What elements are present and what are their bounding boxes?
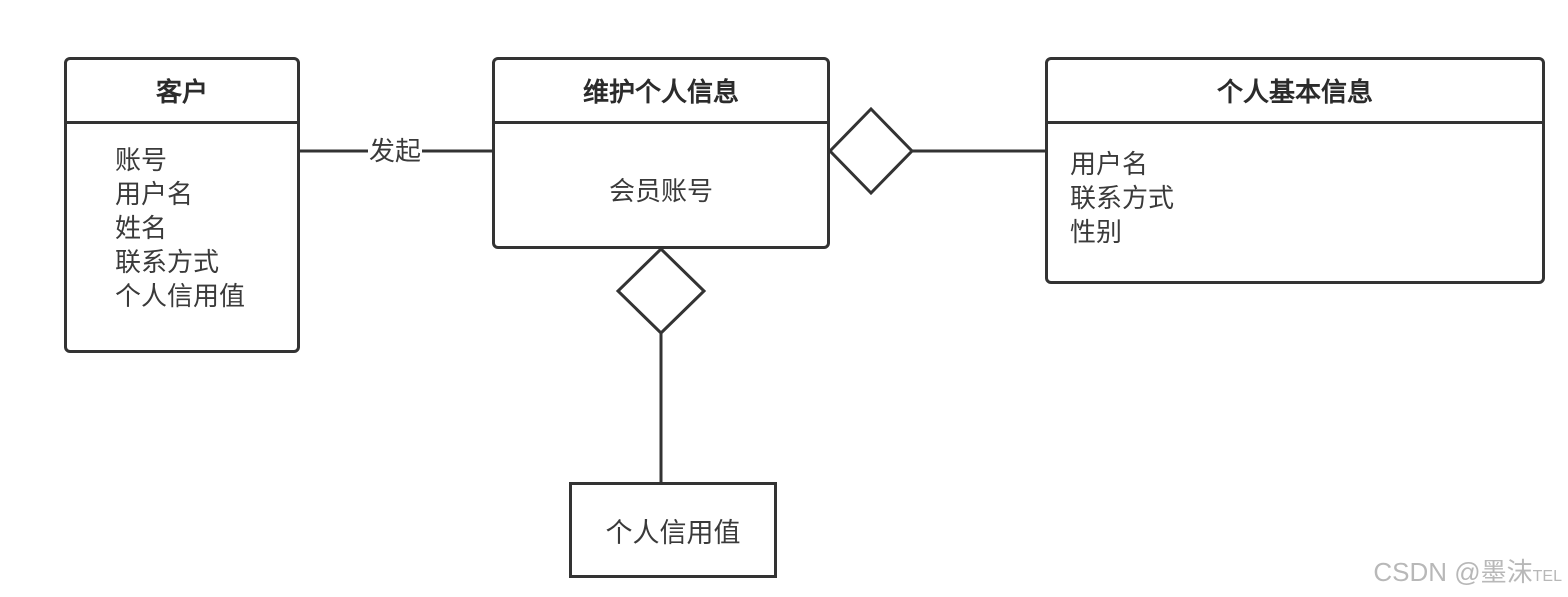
watermark: CSDN @墨沫TEL <box>1373 552 1562 589</box>
attribute-contact: 联系方式 <box>1070 184 1175 214</box>
attribute-credit: 个人信用值 <box>115 282 246 312</box>
class-box-customer[interactable]: 客户 账号 用户名 姓名 联系方式 个人信用值 <box>64 57 300 353</box>
class-title-basic-info: 个人基本信息 <box>1048 60 1542 124</box>
class-attributes-customer: 账号 用户名 姓名 联系方式 个人信用值 <box>67 124 297 314</box>
class-title-customer: 客户 <box>67 60 297 124</box>
aggregation-diamond-bottom <box>615 246 707 336</box>
attribute-contact: 联系方式 <box>115 248 220 278</box>
class-box-maintain-info[interactable]: 维护个人信息 会员账号 <box>492 57 830 249</box>
aggregation-diamond-right <box>827 106 915 196</box>
class-attributes-maintain-info: 会员账号 <box>495 124 827 246</box>
class-attributes-basic-info: 用户名 联系方式 性别 <box>1048 124 1542 250</box>
attribute-name: 姓名 <box>115 214 168 244</box>
watermark-main: CSDN @墨沫 <box>1373 557 1533 587</box>
attribute-account: 账号 <box>115 146 168 176</box>
attribute-gender: 性别 <box>1070 218 1123 248</box>
edge-label-initiate: 发起 <box>368 135 423 169</box>
watermark-suffix: TEL <box>1532 568 1562 585</box>
attribute-username: 用户名 <box>115 180 194 210</box>
class-title-maintain-info: 维护个人信息 <box>495 60 827 124</box>
attribute-username: 用户名 <box>1070 150 1149 180</box>
box-credit-value[interactable]: 个人信用值 <box>569 482 777 578</box>
attribute-member-account: 会员账号 <box>608 177 713 207</box>
box-credit-value-label: 个人信用值 <box>605 517 741 549</box>
class-box-basic-info[interactable]: 个人基本信息 用户名 联系方式 性别 <box>1045 57 1545 284</box>
